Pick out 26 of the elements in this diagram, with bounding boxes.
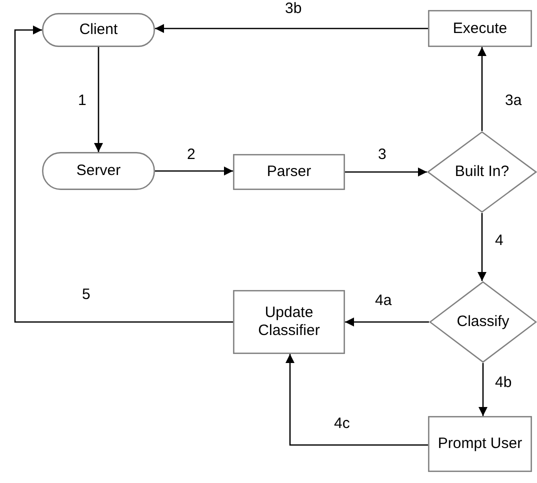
node-label: Classify (456, 313, 510, 331)
node-label: Built In? (454, 163, 510, 181)
arrow (478, 47, 486, 131)
arrow (478, 363, 488, 416)
arrow (14, 26, 233, 323)
process-box (428, 10, 532, 47)
node-label: Server (76, 162, 121, 180)
process-box (428, 416, 532, 472)
node-label: Execute (452, 20, 508, 38)
process-box (233, 290, 345, 354)
arrow (345, 318, 429, 326)
node-label: Prompt User (438, 435, 522, 453)
node-label: Parser (266, 163, 312, 181)
arrow (155, 166, 233, 176)
terminal-shape (42, 13, 155, 47)
process-box (233, 154, 345, 190)
node-label: Client (79, 21, 118, 39)
arrow (345, 168, 427, 176)
arrow (478, 213, 486, 281)
decision-diamond (427, 131, 537, 213)
decision-diamond (429, 281, 537, 363)
node-label: Update Classifier (257, 304, 321, 340)
terminal-shape (42, 152, 155, 190)
arrow (155, 24, 428, 33)
arrow (94, 47, 103, 152)
arrow (286, 354, 428, 446)
